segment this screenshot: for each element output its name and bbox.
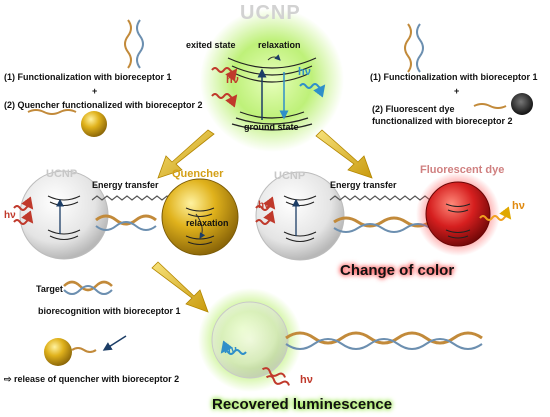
- middle-left-energy-levels: [47, 195, 81, 240]
- right-step-2a: (2) Fluorescent dye: [372, 104, 455, 114]
- target-label: Target: [36, 284, 63, 294]
- energy-level-diagram: [227, 57, 317, 131]
- quencher-relaxation-label: relaxation: [186, 218, 229, 228]
- middle-left-red-wave-2: [13, 210, 34, 225]
- middle-right-hv-in-label: hν: [258, 200, 270, 211]
- top-relaxation-arrow: [267, 54, 281, 61]
- bottom-ucnp-sphere: [211, 301, 289, 379]
- right-plus: +: [454, 86, 460, 96]
- middle-right-ucnp-sphere: [255, 171, 345, 261]
- bottom-red-wave-1: [261, 367, 286, 378]
- release-arrow: [102, 335, 127, 351]
- bottom-blue-wave: [220, 340, 247, 355]
- quencher-relaxation-arrow: [195, 213, 206, 239]
- arrow-top-to-right: [315, 129, 373, 179]
- small-black-dye-particle: [511, 93, 533, 115]
- middle-left-dna: [95, 214, 157, 226]
- bottom-target-dna: [63, 280, 113, 295]
- left-step-2: (2) Quencher functionalized with biorece…: [4, 100, 203, 110]
- bottom-hv-blue-label: hν: [224, 344, 237, 356]
- top-relaxation-label: relaxation: [258, 40, 301, 50]
- bottom-red-wave-2: [265, 375, 290, 386]
- right-step-2b: functionalized with bioreceptor 2: [372, 116, 513, 126]
- small-quencher-particle: [81, 111, 107, 137]
- quencher-label: Quencher: [172, 168, 224, 180]
- bottom-hv-red-label: hν: [300, 374, 313, 386]
- small-dye-with-dna: [473, 93, 533, 115]
- change-of-color-label: Change of color: [340, 262, 455, 279]
- dye-orange-emission-wave: [479, 206, 512, 221]
- released-quencher-particle: [44, 338, 72, 366]
- quencher-energy-levels: [185, 207, 215, 245]
- recovered-luminescence-label: Recovered luminescence: [212, 396, 393, 413]
- top-ucnp-group: [200, 8, 344, 152]
- top-red-wave-1: [211, 67, 238, 82]
- middle-right-dye-particle: [425, 181, 491, 247]
- small-quencher-with-dna: [27, 109, 107, 137]
- dye-energy-levels: [445, 203, 471, 239]
- right-step-1: (1) Functionalization with bioreceptor 1: [370, 72, 538, 82]
- top-left-dna: [124, 19, 144, 69]
- top-blue-wave: [299, 83, 326, 98]
- released-quencher: [44, 335, 127, 366]
- middle-right-energy-levels: [283, 195, 317, 242]
- top-ucnp-title: UCNP: [240, 2, 301, 24]
- top-hv-in-label: hν: [226, 74, 239, 86]
- top-ucnp-glow: [200, 8, 344, 152]
- middle-right-red-wave-1: [255, 196, 276, 211]
- arrow-middle-to-bottom: [151, 261, 209, 313]
- middle-right-group: [255, 171, 512, 261]
- middle-left-red-wave-1: [13, 196, 34, 211]
- exited-state-label: exited state: [186, 40, 236, 50]
- biorecognition-label: biorecognition with bioreceptor 1: [38, 306, 181, 316]
- bottom-dna: [285, 331, 483, 345]
- top-hv-out-label: hν: [298, 66, 311, 78]
- middle-left-ucnp-label: UCNP: [46, 168, 78, 180]
- middle-left-hv-label: hν: [4, 210, 16, 221]
- middle-left-group: [13, 170, 239, 260]
- left-step-1: (1) Functionalization with bioreceptor 1: [4, 72, 172, 82]
- middle-right-energy-transfer-label: Energy transfer: [330, 180, 397, 190]
- middle-right-ucnp-label: UCNP: [274, 170, 306, 182]
- left-plus: +: [92, 86, 98, 96]
- top-red-wave-2: [211, 93, 238, 108]
- bottom-ucnp-group: [198, 288, 483, 392]
- middle-right-red-wave-2: [255, 210, 276, 225]
- middle-left-energy-transfer-zigzag: [91, 195, 183, 201]
- middle-right-hv-out-label: hν: [512, 200, 525, 212]
- fluorescent-dye-label: Fluorescent dye: [420, 164, 505, 176]
- ground-state-label: ground state: [244, 122, 299, 132]
- top-right-dna: [404, 23, 424, 73]
- release-quencher-label: ⇨ release of quencher with bioreceptor 2: [4, 374, 180, 384]
- middle-left-energy-transfer-label: Energy transfer: [92, 180, 159, 190]
- arrow-top-to-left: [157, 129, 215, 179]
